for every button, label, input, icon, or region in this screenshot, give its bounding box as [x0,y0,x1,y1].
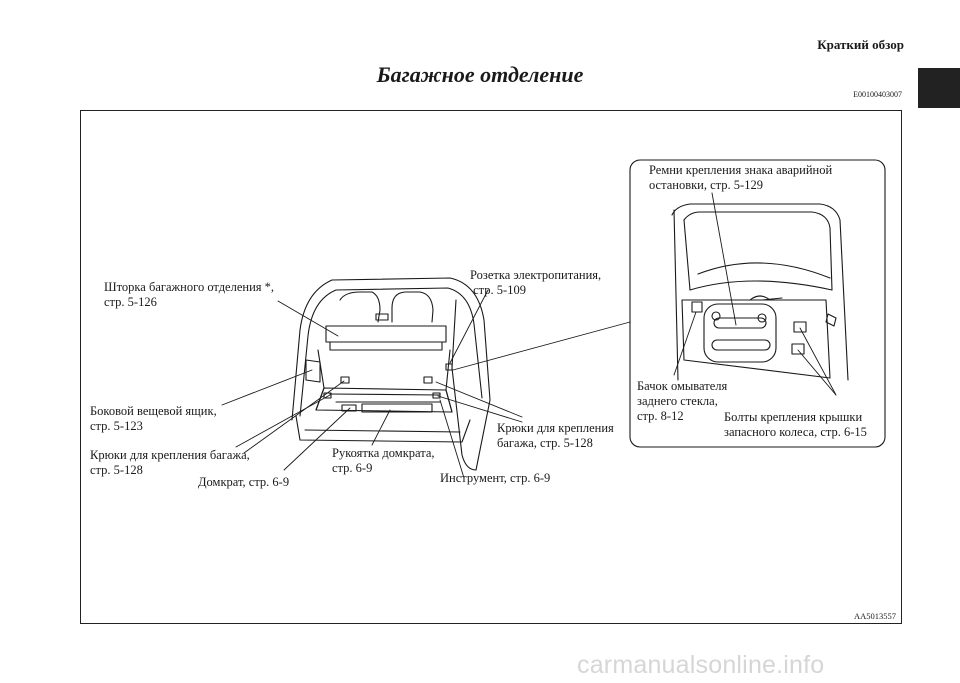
label-warning-triangle-straps: Ремни крепления знака аварийной остановк… [649,163,833,192]
section-header: Краткий обзор [817,37,904,52]
label-washer-tank: Бачок омывателя заднего стекла, стр. 8-1… [637,379,728,423]
label-cargo-shade: Шторка багажного отделения *, стр. 5-126 [104,280,275,309]
label-jack-handle: Рукоятка домкрата, стр. 6-9 [332,446,435,475]
label-spare-wheel-bolts: Болты крепления крышки запасного колеса,… [724,410,867,439]
section-tab [918,68,960,108]
figure-frame [80,110,902,624]
tailgate-drawing [671,203,849,381]
label-hooks-right: Крюки для крепления багажа, стр. 5-128 [497,421,614,450]
leader-lines [221,192,837,479]
label-side-box: Боковой вещевой ящик, стр. 5-123 [90,404,217,433]
tailgate-callout-box [629,159,886,448]
cargo-area-drawing [291,277,491,471]
page-title: Багажное отделение [376,62,584,87]
section-code: E00100403007 [853,90,902,99]
label-jack: Домкрат, стр. 6-9 [198,475,290,489]
label-tools: Инструмент, стр. 6-9 [440,471,551,485]
figure-code: AA5013557 [853,611,896,621]
watermark: carmanualsonline.info [577,651,825,679]
label-hooks-left: Крюки для крепления багажа, стр. 5-128 [90,448,250,477]
label-power-socket: Розетка электропитания, стр. 5-109 [470,268,602,297]
